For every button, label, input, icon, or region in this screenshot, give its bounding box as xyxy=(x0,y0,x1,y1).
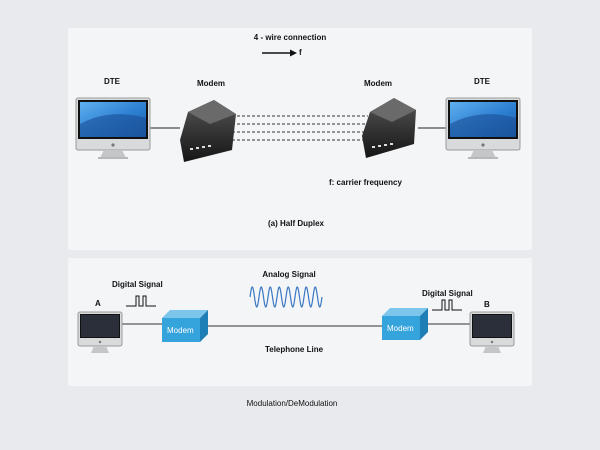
frequency-symbol: f xyxy=(299,48,302,57)
modem-left-box-label: Modem xyxy=(167,326,194,335)
analog-wave-icon xyxy=(249,286,323,308)
node-b-monitor-icon xyxy=(469,311,515,353)
digital-signal-right-label: Digital Signal xyxy=(422,289,473,298)
modem-left-device-icon xyxy=(180,100,236,162)
half-duplex-caption: (a) Half Duplex xyxy=(267,219,325,228)
dte-right-monitor-icon xyxy=(445,97,521,159)
modem-right-device-icon xyxy=(362,98,416,158)
modem-right-box-label: Modem xyxy=(387,324,414,333)
node-a-label: A xyxy=(95,299,101,308)
analog-signal-label: Analog Signal xyxy=(262,270,316,279)
node-a-monitor-icon xyxy=(77,311,123,353)
dte-right-label: DTE xyxy=(474,77,490,86)
connection-label: 4 - wire connection xyxy=(253,33,327,42)
telephone-line-label: Telephone Line xyxy=(264,345,324,354)
modem-left-box-icon xyxy=(162,310,208,342)
digital-pulse-left-icon xyxy=(126,295,156,307)
modulation-caption: Modulation/DeModulation xyxy=(246,399,338,408)
modem-right-box-icon xyxy=(382,308,428,340)
bottom-panel xyxy=(68,258,532,386)
modem-right-label: Modem xyxy=(364,79,392,88)
four-wire-connection xyxy=(232,115,368,141)
direction-arrow xyxy=(262,49,297,57)
digital-pulse-right-icon xyxy=(432,299,462,311)
node-b-label: B xyxy=(484,300,490,309)
carrier-frequency-note: f: carrier frequency xyxy=(329,178,402,187)
modem-left-label: Modem xyxy=(197,79,225,88)
dte-left-label: DTE xyxy=(104,77,120,86)
dte-left-monitor-icon xyxy=(75,97,151,159)
digital-signal-left-label: Digital Signal xyxy=(112,280,163,289)
